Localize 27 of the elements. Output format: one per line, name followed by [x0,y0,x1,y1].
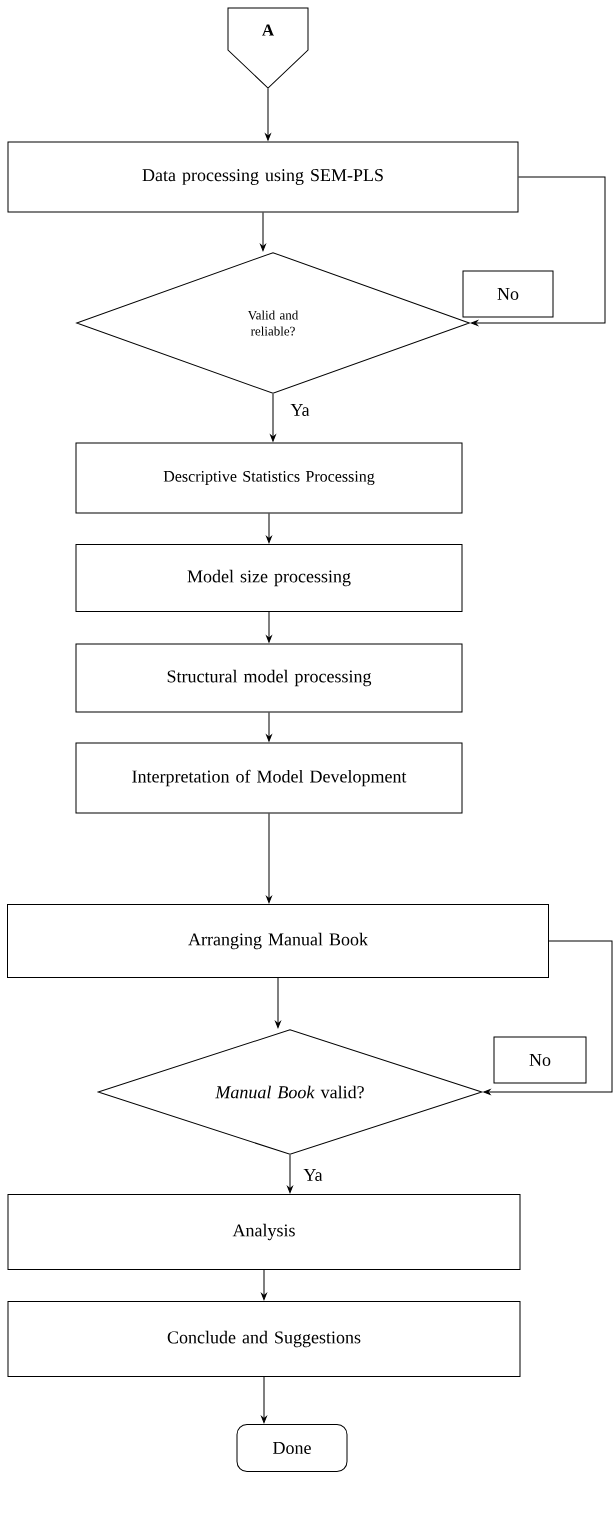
arrow [470,176,606,326]
process-box: Arranging Manual Book [7,904,549,978]
arrow [265,88,271,141]
arrow [266,712,272,742]
process-box: Structural model processing [75,643,463,713]
edge-label: No [493,1036,587,1084]
arrow [275,977,281,1029]
off-page-connector: A [227,7,309,89]
terminal-box: Done [236,1424,348,1472]
arrow [261,1269,267,1301]
arrow [270,393,276,442]
arrow [266,813,272,904]
process-box: Model size processing [75,544,463,612]
edge-label: No [462,270,554,318]
process-box: Conclude and Suggestions [7,1301,521,1377]
arrow [266,513,272,544]
process-box: Interpretation of Model Development [75,742,463,814]
process-box: Data processing using SEM-PLS [7,141,519,213]
arrow [261,1376,267,1424]
edge-label: Ya [302,1168,324,1182]
arrow [287,1154,293,1194]
process-box: Analysis [7,1194,521,1270]
arrow [483,940,613,1095]
arrow [266,611,272,643]
edge-label: Ya [289,403,311,417]
process-box: Descriptive Statistics Processing [75,442,463,514]
arrow [260,212,266,252]
